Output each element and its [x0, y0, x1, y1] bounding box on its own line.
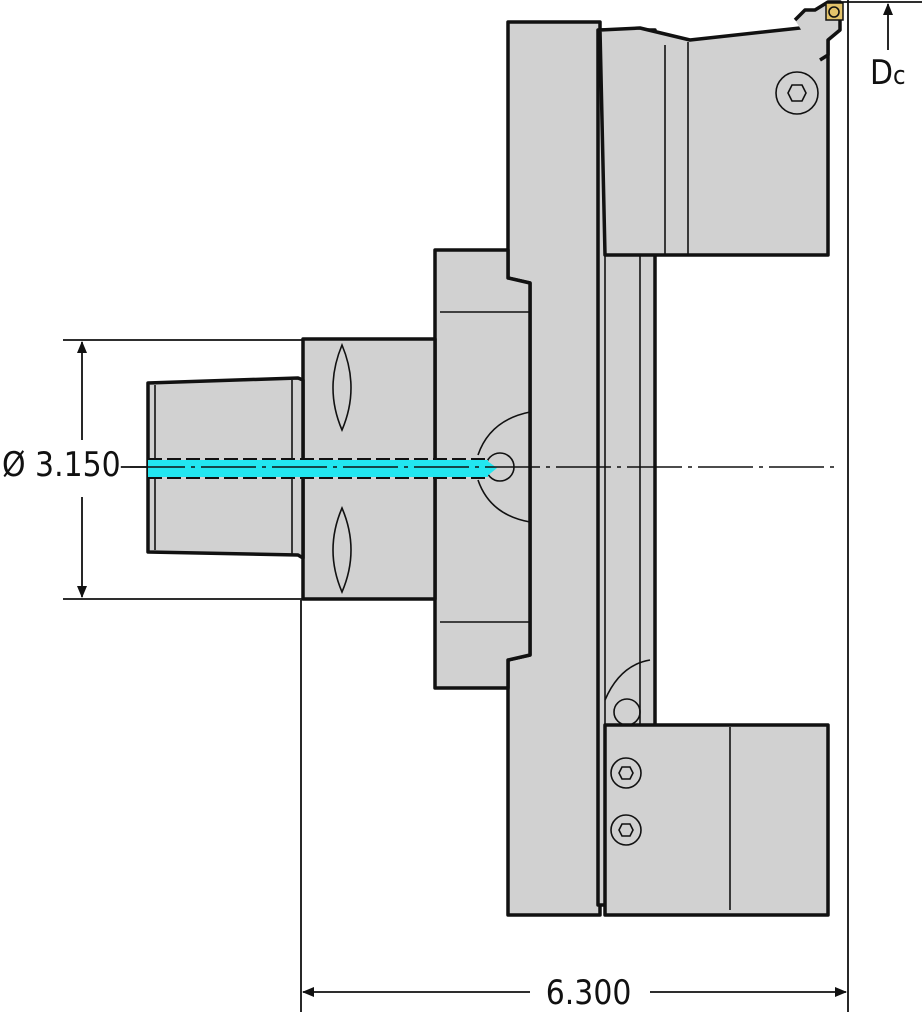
lower-screw-icon-1	[610, 757, 642, 789]
upper-screw-icon	[775, 71, 819, 115]
dc-label-sub: c	[893, 61, 906, 91]
length-dimension-label: 6.300	[544, 973, 634, 1013]
diameter-dimension-label: Ø 3.150	[2, 445, 121, 485]
dc-dimension-label: Dc	[870, 56, 906, 90]
lower-screw-icon-2	[610, 814, 642, 846]
coolant-channel	[148, 460, 488, 477]
upper-tool-block	[598, 20, 830, 257]
lower-tool-block	[603, 723, 830, 917]
dc-label-main: D	[870, 53, 894, 93]
